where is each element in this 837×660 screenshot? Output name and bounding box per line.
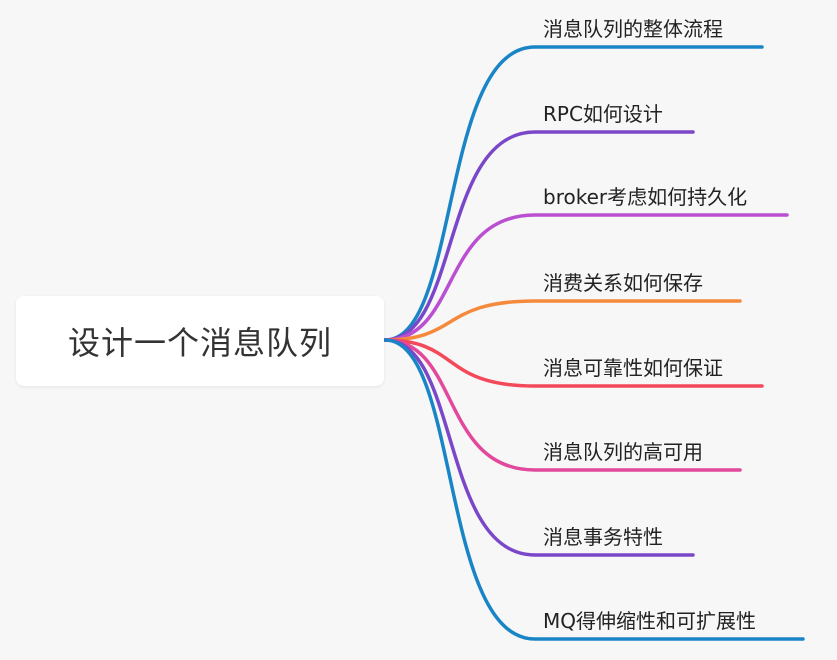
connector-reliability (383, 338, 764, 388)
branch-label-broker-persistence[interactable]: broker考虑如何持久化 (543, 185, 748, 209)
connector-consumer-relation (383, 299, 742, 342)
root-node[interactable]: 设计一个消息队列 (16, 296, 384, 386)
branch-label-consumer-relation[interactable]: 消费关系如何保存 (543, 271, 703, 295)
connector-transaction (383, 338, 695, 557)
branch-label-scalability[interactable]: MQ得伸缩性和可扩展性 (543, 609, 756, 633)
connector-broker-persistence (383, 213, 789, 342)
branch-label-high-availability[interactable]: 消息队列的高可用 (543, 440, 703, 464)
connector-rpc-design (383, 130, 695, 342)
root-node-label: 设计一个消息队列 (67, 324, 332, 362)
connector-high-availability (383, 338, 742, 472)
branch-label-transaction[interactable]: 消息事务特性 (543, 525, 663, 549)
branch-label-rpc-design[interactable]: RPC如何设计 (543, 102, 663, 126)
connector-scalability (383, 338, 805, 641)
branch-label-overall-flow[interactable]: 消息队列的整体流程 (543, 17, 723, 41)
connector-overall-flow (383, 45, 764, 342)
branch-label-reliability[interactable]: 消息可靠性如何保证 (543, 356, 723, 380)
